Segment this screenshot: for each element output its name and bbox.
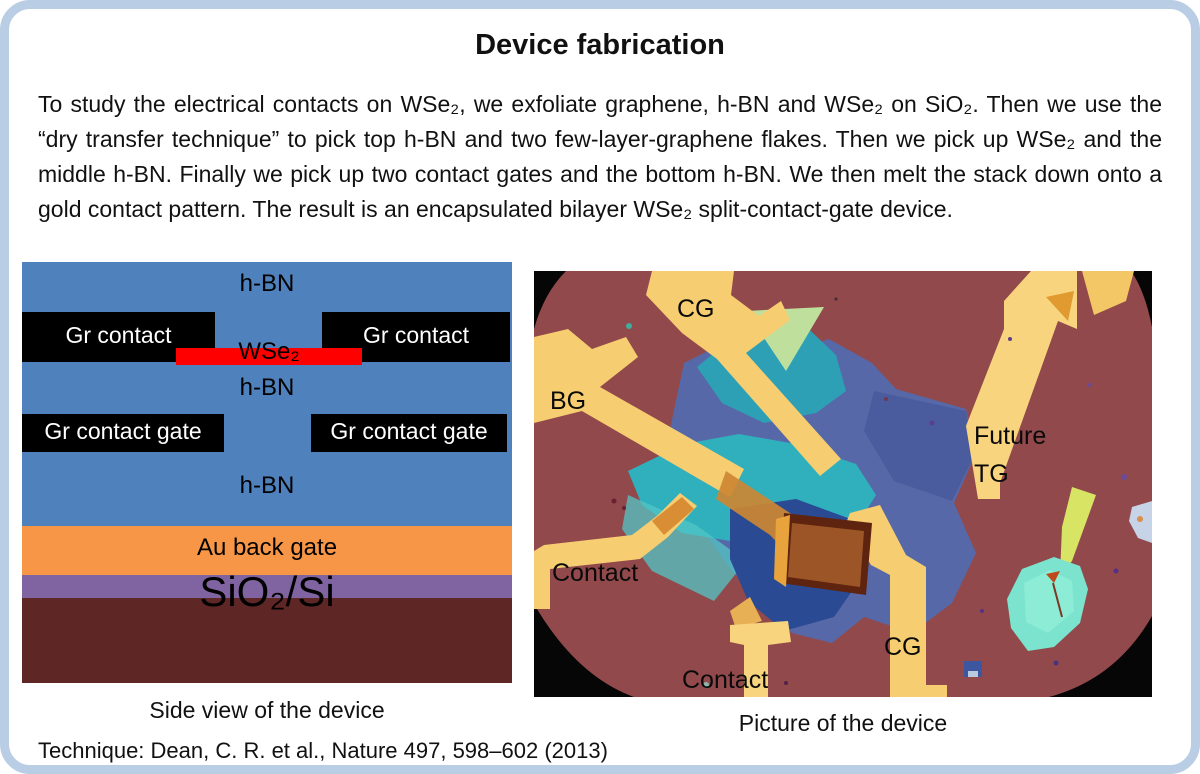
label-substrate: SiO₂/Si [199,568,335,615]
label-gr-contact-right: Gr contact [362,322,470,348]
debris-dot [834,297,838,301]
label-wse2: WSe₂ [238,338,300,365]
technique-reference: Technique: Dean, C. R. et al., Nature 49… [38,738,608,763]
debris-dot [784,681,788,685]
flake-blob-line [1052,582,1063,618]
photo-label-contact-left: Contact [552,559,638,587]
photo-label-future: Future [974,422,1046,450]
label-hbn-top: h-BN [239,270,295,297]
side-view-diagram: h-BN Gr contact Gr contact WSe₂ h-BN Gr … [22,262,512,683]
flake-yellow-green-wedge [1060,487,1096,575]
layer-gr-gate-left [22,414,224,452]
vignette-bottom-left [534,604,634,697]
debris-dot [1113,568,1119,574]
photo-label-cg-top: CG [677,295,715,323]
electrode-contact-bottom [730,621,791,697]
label-gr-gate-left: Gr contact gate [44,418,202,444]
flake-slate-dark [864,391,974,501]
layer-wse2 [176,348,362,365]
photo-label-bg: BG [550,387,586,415]
label-gr-contact-left: Gr contact [65,322,172,348]
photo-label-cg-bottom: CG [884,633,922,661]
label-au-back-gate: Au back gate [196,534,338,561]
electrode-contact-left-connector [652,497,694,535]
electrode-tg-orange-patch [1046,291,1074,321]
debris-dot [980,609,984,613]
vignette-bottom-right [1049,616,1152,697]
device-region-core [788,523,864,587]
flake-pale-right [1129,501,1152,543]
debris-dot [1121,474,1127,480]
layer-si [22,598,512,683]
debris-dot [884,397,888,401]
label-hbn-mid: h-BN [239,374,295,401]
electrode-cg-bottom [846,505,947,697]
photo-label-contact-bottom: Contact [682,666,768,694]
debris-dot [929,420,935,426]
caption-picture: Picture of the device [738,710,948,736]
device-photo: CG BG Future TG Contact Contact CG [534,271,1152,697]
caption-side-view: Side view of the device [149,697,385,723]
debris-dot [626,323,632,329]
debris-dot [622,506,626,510]
label-gr-gate-right: Gr contact gate [330,418,488,444]
flake-blob-mark [1046,571,1060,583]
layer-sio2 [22,575,512,598]
body-paragraph: To study the electrical contacts on WSe₂… [38,91,1162,222]
electrode-cg-top-arrow [646,271,841,476]
vignette-top-right [1131,271,1152,327]
debris-dot [1053,660,1059,666]
layer-au-back-gate [22,526,512,575]
vignette-top-left [534,271,566,329]
electrode-bg-arrow [534,329,744,497]
debris-dot [1008,337,1012,341]
debris-dot [611,498,617,504]
debris-blue-square-inner [968,671,978,677]
debris-dot [703,682,709,688]
label-hbn-bottom: h-BN [239,472,295,499]
flake-pale-dot [1137,516,1143,522]
electrode-contact-bottom-connector [730,597,762,629]
device-region-gold-rim [774,515,790,587]
electrode-corner-gold [1082,271,1134,315]
page-title: Device fabrication [475,29,725,61]
layer-hbn-stack [22,262,512,526]
layer-gr-gate-right [311,414,507,452]
photo-label-tg: TG [974,460,1009,488]
electrode-future-tg-arrow [966,271,1077,499]
flake-teal-blob-inner [1024,570,1074,633]
debris-dot [1088,383,1092,387]
